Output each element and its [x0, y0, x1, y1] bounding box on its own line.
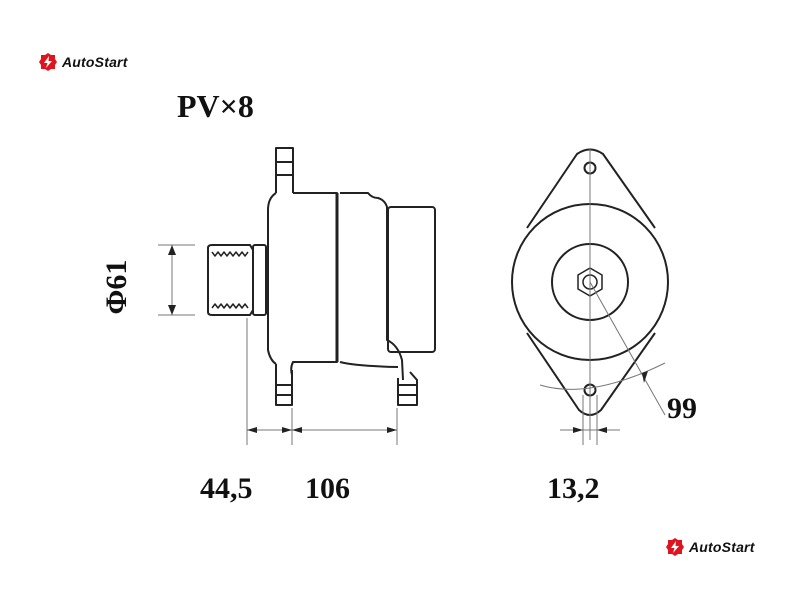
side-view [207, 147, 436, 406]
body-length-label: 106 [305, 472, 350, 505]
logo-gear-bolt-icon [666, 538, 684, 556]
dimension-arrows [168, 245, 648, 433]
mount-ears [526, 148, 656, 416]
brand-logo-top: AutoStart [38, 52, 128, 72]
rear-housing-bottom [339, 361, 399, 368]
pulley-grooves-top [211, 251, 249, 257]
pulley-offset-label: 44,5 [200, 472, 253, 505]
brand-logo-bottom: AutoStart [665, 537, 755, 557]
front-housing [267, 192, 338, 376]
bottom-mount-lug [275, 364, 293, 406]
logo-gear-bolt-icon [39, 53, 57, 71]
pulley-grooves-bottom [211, 303, 249, 309]
pulley-flange [252, 244, 267, 316]
brand-name: AutoStart [62, 54, 128, 70]
pulley [207, 244, 254, 316]
dimension-lines [158, 148, 666, 445]
belt-type-label: PV×8 [177, 88, 254, 124]
rear-housing [340, 192, 404, 381]
top-mount-lug [275, 147, 294, 193]
rear-cap [387, 206, 436, 353]
brand-name: AutoStart [689, 539, 755, 555]
rear-mount-lug [397, 371, 418, 406]
pulley-diameter-label: Φ61 [100, 259, 133, 315]
mount-radius-label: 99 [667, 392, 697, 425]
hole-width-label: 13,2 [547, 472, 600, 505]
